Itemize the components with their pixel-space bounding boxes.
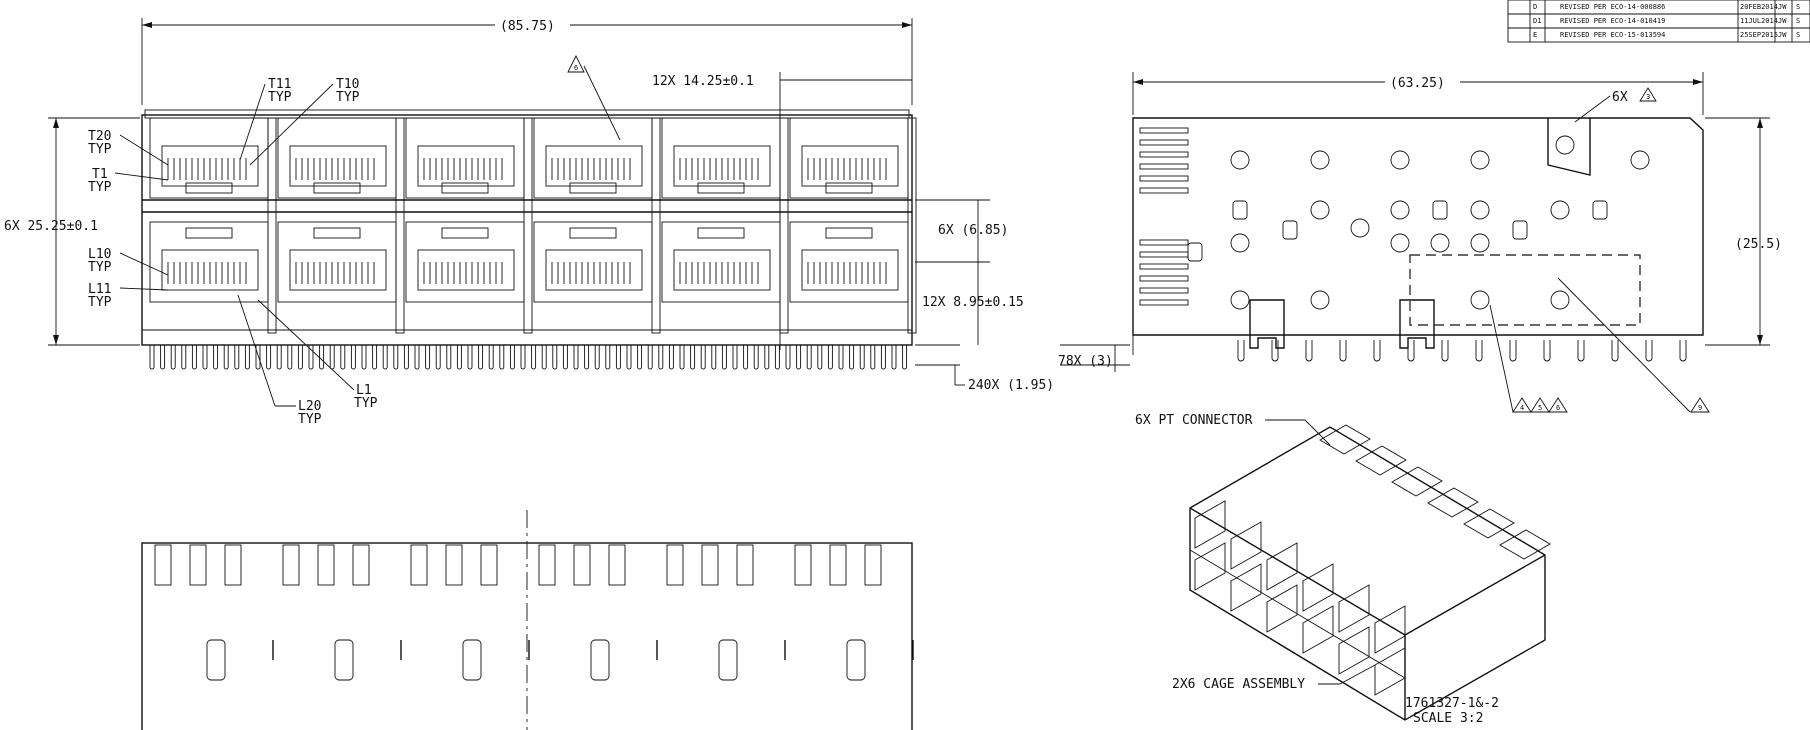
rev-dwn-1: JW	[1778, 3, 1787, 11]
note-flag-6-text: 6	[574, 64, 578, 72]
label-t10-typ: TYP	[336, 90, 360, 105]
label-l1-typ: TYP	[354, 396, 378, 411]
label-t20-typ: TYP	[88, 142, 112, 157]
rev-desc-2: REVISED PER ECO-14-010419	[1560, 17, 1665, 25]
front-pitch-dim: 12X 14.25±0.1	[652, 74, 754, 89]
side-bottom-tabs	[1237, 299, 1687, 362]
cage-assembly-label: 2X6 CAGE ASSEMBLY	[1172, 677, 1305, 692]
rev-letter-3: E	[1533, 31, 1537, 39]
rj45-port	[533, 117, 653, 199]
rev-letter-2: D1	[1533, 17, 1541, 25]
front-body-outline	[141, 114, 913, 346]
flag-3-text: 3	[1646, 93, 1650, 101]
front-height-dim: 6X 25.25±0.1	[4, 219, 98, 234]
label-l11: L11	[88, 282, 111, 297]
front-view: (85.75) 12X 14.25±0.1 6 6X 25.25±0.1 6X …	[4, 18, 1054, 427]
side-body-outline	[1132, 117, 1704, 336]
rev-apvd-3: S	[1796, 31, 1800, 39]
front-pin-row	[149, 345, 908, 370]
top-view	[141, 510, 914, 730]
label-l20-typ: TYP	[298, 412, 322, 427]
label-t10: T10	[336, 77, 359, 92]
rj45-port	[405, 221, 525, 303]
rev-letter-1: D	[1533, 3, 1537, 11]
rev-date-1: 20FEB2014	[1740, 3, 1778, 11]
flag-5	[1530, 397, 1550, 413]
label-t1-typ: TYP	[88, 180, 112, 195]
rj45-port	[277, 117, 397, 199]
front-width-dim: (85.75)	[500, 19, 555, 34]
side-peg-dim: 78X (3)	[1058, 354, 1113, 369]
pt-connector-label: 6X PT CONNECTOR	[1135, 413, 1253, 428]
label-t11-typ: TYP	[268, 90, 292, 105]
port-height-dim: 12X 8.95±0.15	[922, 295, 1024, 310]
rj45-port	[277, 221, 397, 303]
rj45-port	[789, 221, 909, 303]
label-l1: L1	[356, 383, 372, 398]
note-flag-6	[567, 54, 585, 73]
rev-date-3: 25SEP2015	[1740, 31, 1778, 39]
flag-9-text: 9	[1698, 404, 1702, 412]
rev-dwn-3: JW	[1778, 31, 1787, 39]
label-t20: T20	[88, 129, 111, 144]
side-holes	[1187, 150, 1650, 310]
rev-apvd-1: S	[1796, 3, 1800, 11]
port-spacing-dim: 6X (6.85)	[938, 223, 1008, 238]
rev-apvd-2: S	[1796, 17, 1800, 25]
label-l11-typ: TYP	[88, 295, 112, 310]
revision-table: REVISED PER ECO-14-000886 REVISED PER EC…	[1507, 0, 1810, 43]
flag-5-text: 5	[1538, 404, 1542, 412]
label-t1: T1	[92, 167, 108, 182]
label-l10: L10	[88, 247, 111, 262]
rev-desc-3: REVISED PER ECO-15-013594	[1560, 31, 1665, 39]
side-length-dim: (63.25)	[1390, 76, 1445, 91]
side-view: (63.25) (25.5) 78X (3) 6X 3 4 5	[1058, 72, 1782, 413]
iso-view: 6X PT CONNECTOR 2X6 CAGE ASSEMBLY 176132…	[1135, 413, 1551, 726]
front-port-grid	[149, 117, 917, 334]
flag-4	[1512, 397, 1532, 413]
flag-6-text: 6	[1556, 404, 1560, 412]
flag-9	[1690, 397, 1710, 413]
rj45-port	[661, 117, 781, 199]
scale-label: SCALE 3:2	[1413, 711, 1483, 726]
side-dashed-area	[1409, 254, 1641, 326]
label-l20: L20	[298, 399, 321, 414]
rj45-port	[789, 117, 909, 199]
iso-cage-outline	[1189, 426, 1546, 721]
rj45-port	[661, 221, 781, 303]
rev-desc-1: REVISED PER ECO-14-000886	[1560, 3, 1665, 11]
callout-6x: 6X	[1612, 90, 1628, 105]
flag-4-text: 4	[1520, 404, 1524, 412]
side-latch	[1547, 118, 1591, 176]
part-number: 1761327-1&-2	[1405, 696, 1499, 711]
pin-length-dim: 240X (1.95)	[968, 378, 1054, 393]
side-height-dim: (25.5)	[1735, 237, 1782, 252]
rj45-port	[405, 117, 525, 199]
rj45-port	[533, 221, 653, 303]
label-t11: T11	[268, 77, 291, 92]
rj45-port	[149, 221, 269, 303]
side-vent-slots	[1139, 127, 1189, 306]
rev-dwn-2: JW	[1778, 17, 1787, 25]
label-l10-typ: TYP	[88, 260, 112, 275]
flag-6	[1548, 397, 1568, 413]
rev-date-2: 11JUL2014	[1740, 17, 1778, 25]
flag-3	[1639, 87, 1657, 102]
